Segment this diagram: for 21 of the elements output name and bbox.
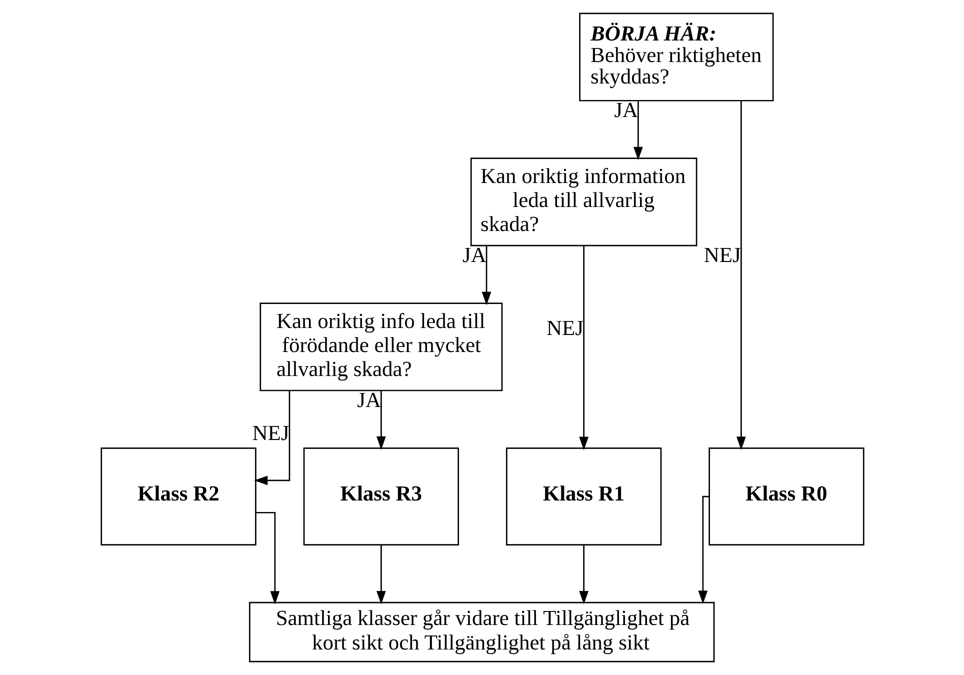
node-box: Klass R3 [302,448,459,546]
arrow [736,100,746,450]
node-box: Kan oriktig information leda till allvarlig skada? [470,158,697,246]
arrow [376,545,386,604]
node-box: Klass R0 [708,448,864,546]
arrow [578,246,588,450]
node-box: Kan oriktig info leda till förödande eller mycket allvarlig skada? [259,302,502,392]
arrow [254,390,290,486]
edge-label: NEJ [546,316,584,340]
arrow [698,496,708,604]
arrow [255,512,280,605]
node-box: Klass R1 [505,448,662,546]
edge-label: NEJ [252,420,289,445]
node-box: BÖRJA HÄR: Behöver riktigheten skyddas? [578,12,774,102]
arrow [578,545,588,604]
arrow [376,390,386,450]
arrow [632,100,642,160]
node-box: Samtliga klasser går vidare till Tillgänglighet på kort sikt och Tillgänglighet på lång sikt [248,602,714,662]
edge-label: NEJ [703,243,740,268]
node-box: Klass R2 [100,448,256,546]
arrow [481,246,491,306]
